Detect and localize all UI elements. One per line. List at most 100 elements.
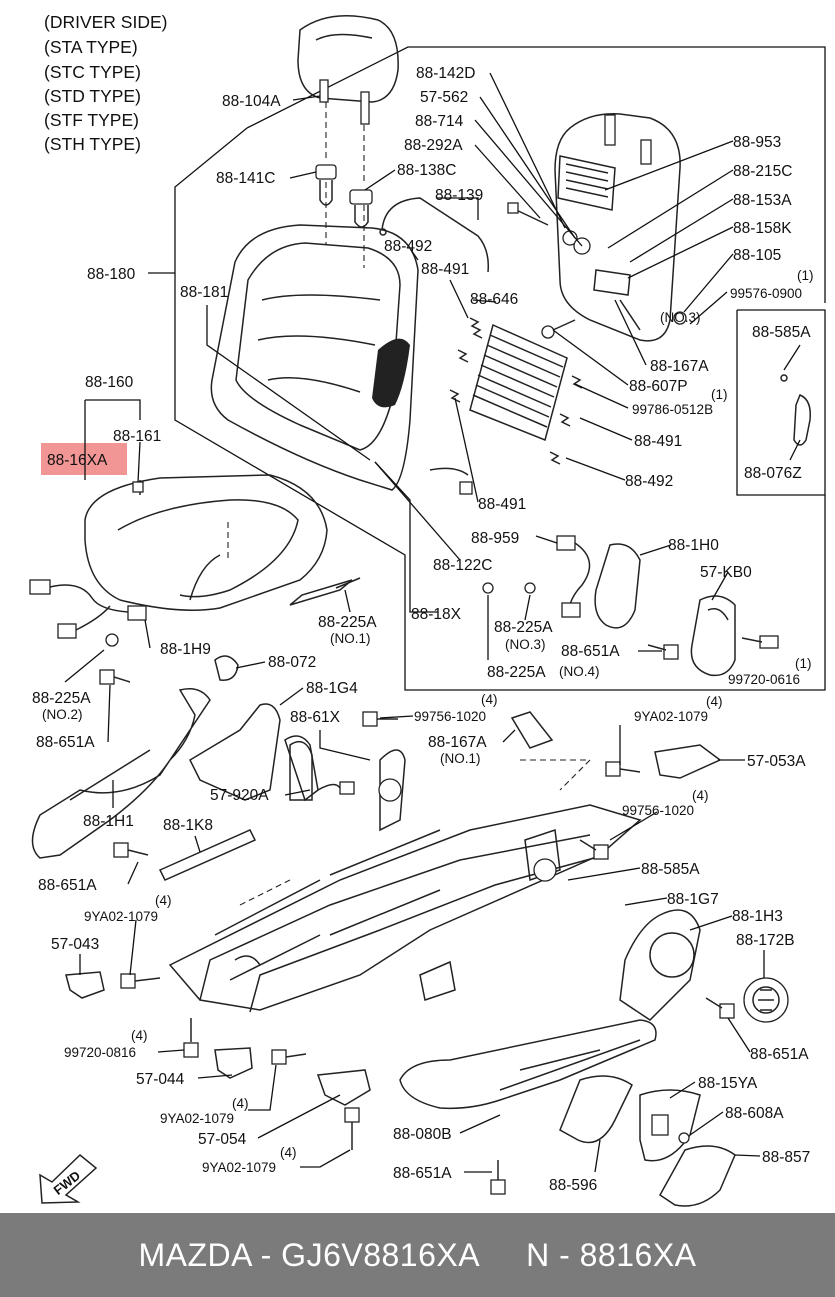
label-99720-0616: 99720-0616: [728, 672, 800, 687]
label-88-596: 88-596: [549, 1177, 597, 1194]
label-88-651A: 88-651A: [750, 1046, 809, 1063]
label-88-172B: 88-172B: [736, 932, 795, 949]
label-88-61X: 88-61X: [290, 709, 341, 726]
label-qty-4: (4): [692, 788, 709, 803]
label-no2: (NO.2): [42, 707, 83, 722]
header-line: (DRIVER SIDE): [44, 12, 167, 32]
label-57-053A: 57-053A: [747, 753, 806, 770]
label-57-920A: 57-920A: [210, 787, 269, 804]
label-88-161: 88-161: [113, 428, 161, 445]
label-57-054: 57-054: [198, 1131, 247, 1148]
label-57-562: 57-562: [420, 89, 468, 106]
label-qty-1: (1): [711, 387, 728, 402]
label-57-KB0: 57-KB0: [700, 564, 752, 581]
label-88-585A: 88-585A: [641, 861, 700, 878]
label-99720-0816: 99720-0816: [64, 1045, 136, 1060]
label-88-492: 88-492: [384, 238, 432, 255]
label-88-292A: 88-292A: [404, 137, 463, 154]
spring-mat: [449, 317, 583, 465]
label-9YA02-1079: 9YA02-1079: [634, 709, 708, 724]
label-qty-4: (4): [131, 1028, 148, 1043]
label-no3: (NO.3): [505, 637, 546, 652]
label-9YA02-1079: 9YA02-1079: [202, 1160, 276, 1175]
label-9YA02-1079: 9YA02-1079: [160, 1111, 234, 1126]
label-qty-4: (4): [232, 1096, 249, 1111]
footer-part-number: MAZDA - GJ6V8816XA: [138, 1236, 481, 1273]
label-88-1K8: 88-1K8: [163, 817, 213, 834]
header-line: (STF TYPE): [44, 110, 139, 130]
label-88-160: 88-160: [85, 374, 134, 391]
seat-cushion: [84, 474, 328, 611]
label-9YA02-1079: 9YA02-1079: [84, 909, 158, 924]
label-88-651A: 88-651A: [393, 1165, 452, 1182]
label-88-153A: 88-153A: [733, 192, 792, 209]
parts-diagram: (DRIVER SIDE) (STA TYPE) (STC TYPE) (STD…: [29, 12, 826, 1207]
label-88-139: 88-139: [435, 187, 483, 204]
label-qty-4: (4): [706, 694, 723, 709]
headrest-guides: [315, 164, 373, 228]
harness-right: [289, 467, 591, 618]
label-88-1H0: 88-1H0: [668, 537, 719, 554]
header-block: (DRIVER SIDE) (STA TYPE) (STC TYPE) (STD…: [44, 12, 167, 154]
label-88-104A: 88-104A: [222, 93, 281, 110]
label-88-142D: 88-142D: [416, 65, 475, 82]
label-88-181: 88-181: [180, 284, 228, 301]
label-88-122C: 88-122C: [433, 557, 492, 574]
seatback-cushion: [210, 182, 419, 491]
label-88-585A: 88-585A: [752, 324, 811, 341]
label-88-1G4: 88-1G4: [306, 680, 358, 697]
label-88-076Z: 88-076Z: [744, 465, 802, 482]
header-line: (STA TYPE): [44, 37, 138, 57]
label-88-141C: 88-141C: [216, 170, 275, 187]
outer-panels: [31, 688, 701, 1110]
label-qty-4: (4): [155, 893, 172, 908]
label-88-1H9: 88-1H9: [160, 641, 211, 658]
label-88-158K: 88-158K: [733, 220, 792, 237]
label-88-607P: 88-607P: [629, 378, 688, 395]
header-line: (STD TYPE): [44, 86, 141, 106]
label-88-651A: 88-651A: [36, 734, 95, 751]
label-88-651A: 88-651A: [38, 877, 97, 894]
label-qty-4: (4): [481, 692, 498, 707]
label-88-714: 88-714: [415, 113, 464, 130]
label-88-15YA: 88-15YA: [698, 1075, 758, 1092]
label-88-1H3: 88-1H3: [732, 908, 783, 925]
leader-lines: [64, 72, 801, 1173]
label-88-1H1: 88-1H1: [83, 813, 134, 830]
misc-hardware: [284, 197, 722, 802]
label-no3: (NO.3): [660, 310, 701, 325]
harness-left: [29, 579, 239, 681]
fwd-arrow-icon: FWD: [39, 1153, 98, 1204]
label-88-167A: 88-167A: [650, 358, 709, 375]
label-99756-1020: 99756-1020: [622, 803, 694, 818]
header-line: (STC TYPE): [44, 62, 141, 82]
label-88-072: 88-072: [268, 654, 316, 671]
label-88-646: 88-646: [470, 291, 518, 308]
label-no1: (NO.1): [440, 751, 481, 766]
label-88-959: 88-959: [471, 530, 519, 547]
label-88-491: 88-491: [421, 261, 469, 278]
label-88-651A: 88-651A: [561, 643, 620, 660]
headrest-drawing: [297, 15, 399, 185]
seatback-frame: [554, 113, 681, 342]
label-qty-1: (1): [795, 656, 812, 671]
label-88-492: 88-492: [625, 473, 673, 490]
label-88-18X: 88-18X: [411, 606, 462, 623]
label-99756-1020: 99756-1020: [414, 709, 486, 724]
label-qty-1: (1): [797, 268, 814, 283]
side-shield-parts: [594, 543, 779, 677]
label-88-225A: 88-225A: [318, 614, 377, 631]
label-88-491: 88-491: [478, 496, 526, 513]
part-labels: 88-104A 88-141C 88-138C 88-139 88-180 88…: [32, 65, 814, 1194]
label-88-953: 88-953: [733, 134, 781, 151]
label-88-857: 88-857: [762, 1149, 810, 1166]
label-no4: (NO.4): [559, 664, 600, 679]
label-88-180: 88-180: [87, 266, 136, 283]
label-qty-4: (4): [280, 1145, 297, 1160]
label-88-080B: 88-080B: [393, 1126, 452, 1143]
label-88-491: 88-491: [634, 433, 682, 450]
label-no1: (NO.1): [330, 631, 371, 646]
label-88-225A: 88-225A: [487, 664, 546, 681]
label-88-215C: 88-215C: [733, 163, 792, 180]
label-57-044: 57-044: [136, 1071, 185, 1088]
